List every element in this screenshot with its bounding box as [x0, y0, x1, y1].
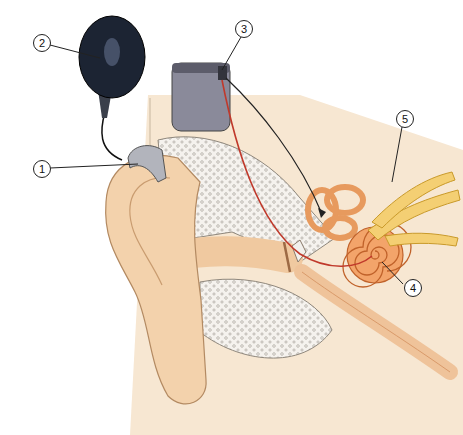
transmitter-coil	[79, 16, 145, 98]
eustachian-tube	[302, 272, 450, 372]
eardrum	[284, 242, 290, 272]
auditory-nerve	[368, 172, 460, 246]
mastoid-bone	[200, 279, 332, 358]
callout-number: 2	[33, 34, 51, 52]
callout-number: 4	[404, 279, 422, 297]
ossicles	[292, 240, 306, 262]
electrode-array	[222, 80, 372, 266]
leader-lines	[50, 37, 403, 284]
semicircular-canals	[308, 187, 363, 238]
implant-receiver	[172, 63, 230, 131]
pinna	[106, 155, 206, 404]
callout-number: 1	[33, 160, 51, 178]
callout-number: 5	[396, 110, 414, 128]
callout-number: 3	[235, 20, 253, 38]
reference-electrode	[226, 78, 322, 214]
